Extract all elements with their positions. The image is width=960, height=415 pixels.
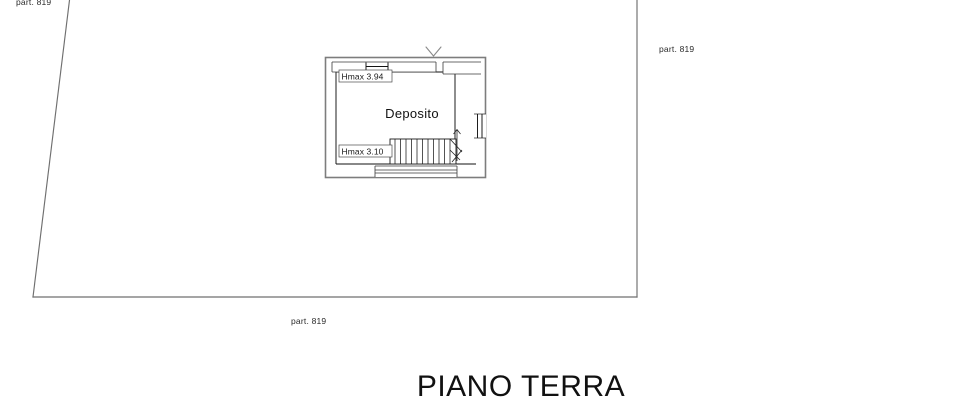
parcel-label-top-left: part. 819 xyxy=(16,0,51,7)
parcel-label-bottom: part. 819 xyxy=(291,316,326,326)
right-wall-window xyxy=(474,113,486,139)
room-label-deposito: Deposito xyxy=(385,106,439,121)
stair-direction-up-arrow-icon xyxy=(453,128,461,161)
building-deposito: Hmax 3.94 Hmax 3.10 Deposito xyxy=(324,56,487,179)
site-boundary xyxy=(32,0,638,298)
bottom-wall-opening xyxy=(374,165,458,177)
section-marker-chevron-down-icon xyxy=(425,46,442,57)
sheet-title: PIANO TERRA xyxy=(417,370,625,403)
parcel-label-right: part. 819 xyxy=(659,44,694,54)
height-label-upper: Hmax 3.94 xyxy=(338,69,393,83)
height-label-lower: Hmax 3.10 xyxy=(338,144,393,158)
boundary-left-edge xyxy=(32,0,71,298)
hmax-upper-text: Hmax 3.94 xyxy=(342,72,384,82)
staircase xyxy=(389,128,463,165)
hmax-lower-text: Hmax 3.10 xyxy=(342,147,384,157)
